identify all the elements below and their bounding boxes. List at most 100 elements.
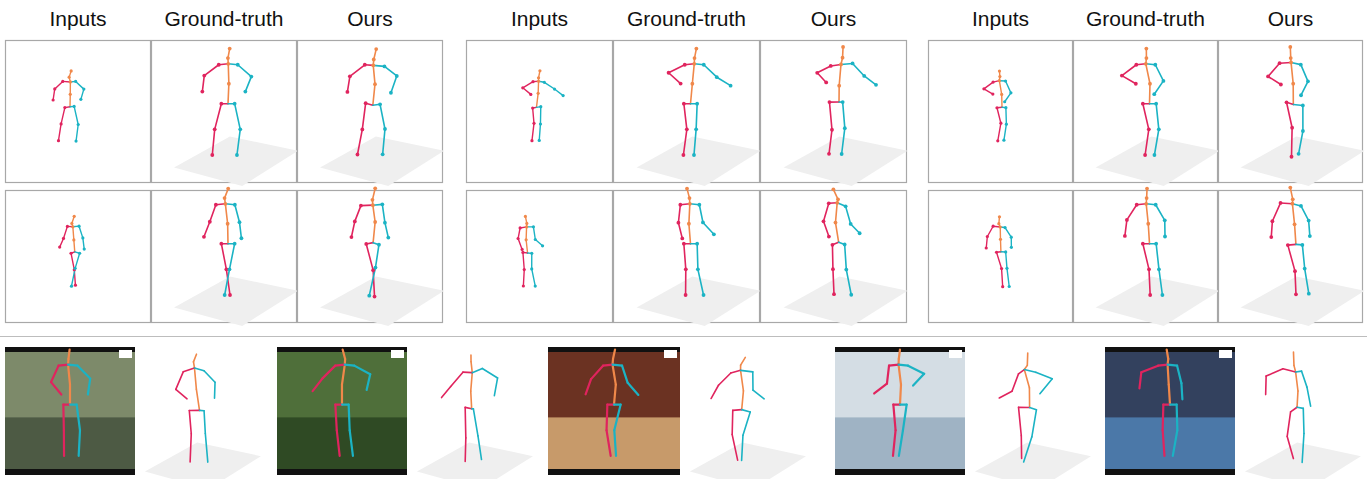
in-the-wild-example (1105, 347, 1361, 479)
bone (684, 244, 686, 270)
bone (685, 269, 687, 295)
bone (391, 76, 397, 93)
joint (696, 267, 700, 271)
bone (238, 65, 252, 77)
pose-skeleton (985, 215, 1013, 288)
joint (383, 65, 387, 69)
joint (998, 75, 1001, 78)
joint (364, 242, 368, 246)
bone (464, 438, 466, 462)
ground-plane (174, 276, 298, 326)
bone (235, 205, 240, 222)
photo-legend (119, 350, 132, 358)
bone (194, 368, 196, 389)
bone (525, 227, 527, 240)
bone (463, 371, 472, 373)
bone (1156, 104, 1159, 130)
joint (1300, 243, 1304, 247)
photo (835, 347, 965, 475)
joint (1004, 106, 1007, 109)
joint (701, 221, 705, 225)
bone (1176, 405, 1179, 431)
joint (841, 56, 845, 60)
joint (228, 293, 232, 297)
bone (1027, 353, 1029, 365)
joint (695, 242, 699, 246)
joint (73, 105, 76, 108)
bone (337, 430, 340, 456)
bone (190, 434, 191, 462)
bone (473, 409, 478, 436)
joint (827, 201, 831, 205)
photo-bar (5, 469, 135, 475)
bone (1268, 76, 1281, 84)
bone (204, 222, 210, 237)
bone (68, 364, 78, 367)
bone (1301, 81, 1308, 95)
panel-frame (929, 191, 1073, 323)
bone (913, 374, 924, 386)
joint (383, 127, 387, 131)
pose-skeleton (1266, 352, 1311, 462)
bone (824, 221, 829, 236)
bone (1169, 385, 1170, 405)
bone (1268, 63, 1280, 76)
bone (1139, 372, 1141, 388)
bone (239, 222, 241, 238)
column-header: Ours (811, 6, 857, 31)
bone (1309, 221, 1310, 236)
joint (395, 74, 399, 78)
joint (238, 220, 242, 224)
bone (78, 366, 91, 379)
joint (541, 244, 544, 247)
joint (1162, 79, 1166, 83)
bone (829, 130, 832, 154)
photo-legend (391, 350, 404, 358)
joint (70, 285, 73, 288)
bone (235, 104, 241, 130)
joint (1134, 82, 1138, 86)
in-the-wild-example (835, 347, 1091, 479)
bone (1291, 128, 1293, 157)
joint (1297, 152, 1301, 156)
bone (699, 205, 703, 223)
pose-skeleton (350, 186, 391, 298)
photo-bar (548, 469, 680, 475)
bone (202, 76, 204, 92)
bone (341, 385, 343, 405)
joint (249, 75, 253, 79)
bone (689, 224, 691, 244)
joint (840, 152, 844, 156)
bone (83, 238, 84, 249)
joint (71, 225, 74, 228)
joint (715, 75, 719, 79)
joint (685, 187, 689, 191)
joint (213, 127, 217, 131)
photo (548, 347, 680, 475)
joint (74, 80, 77, 83)
bone (833, 269, 834, 294)
bone (1296, 370, 1302, 373)
joint (1278, 61, 1282, 65)
photo-legend (1219, 350, 1232, 358)
bone (887, 366, 889, 384)
bone (373, 205, 375, 222)
joint (1145, 187, 1149, 191)
bone (464, 407, 466, 438)
joint (1290, 126, 1294, 130)
joint (240, 236, 244, 240)
joint (238, 127, 242, 131)
joint (1286, 243, 1290, 247)
panel-frame (929, 41, 1073, 183)
joint (1009, 91, 1012, 94)
joint (537, 76, 540, 79)
joint (1144, 47, 1148, 51)
joint (226, 222, 230, 226)
in-the-wild-example (548, 347, 806, 479)
bone (669, 65, 685, 73)
pose-skeleton (586, 350, 639, 456)
bone (732, 435, 737, 461)
joint (1003, 226, 1006, 229)
ground-plane (145, 443, 261, 479)
